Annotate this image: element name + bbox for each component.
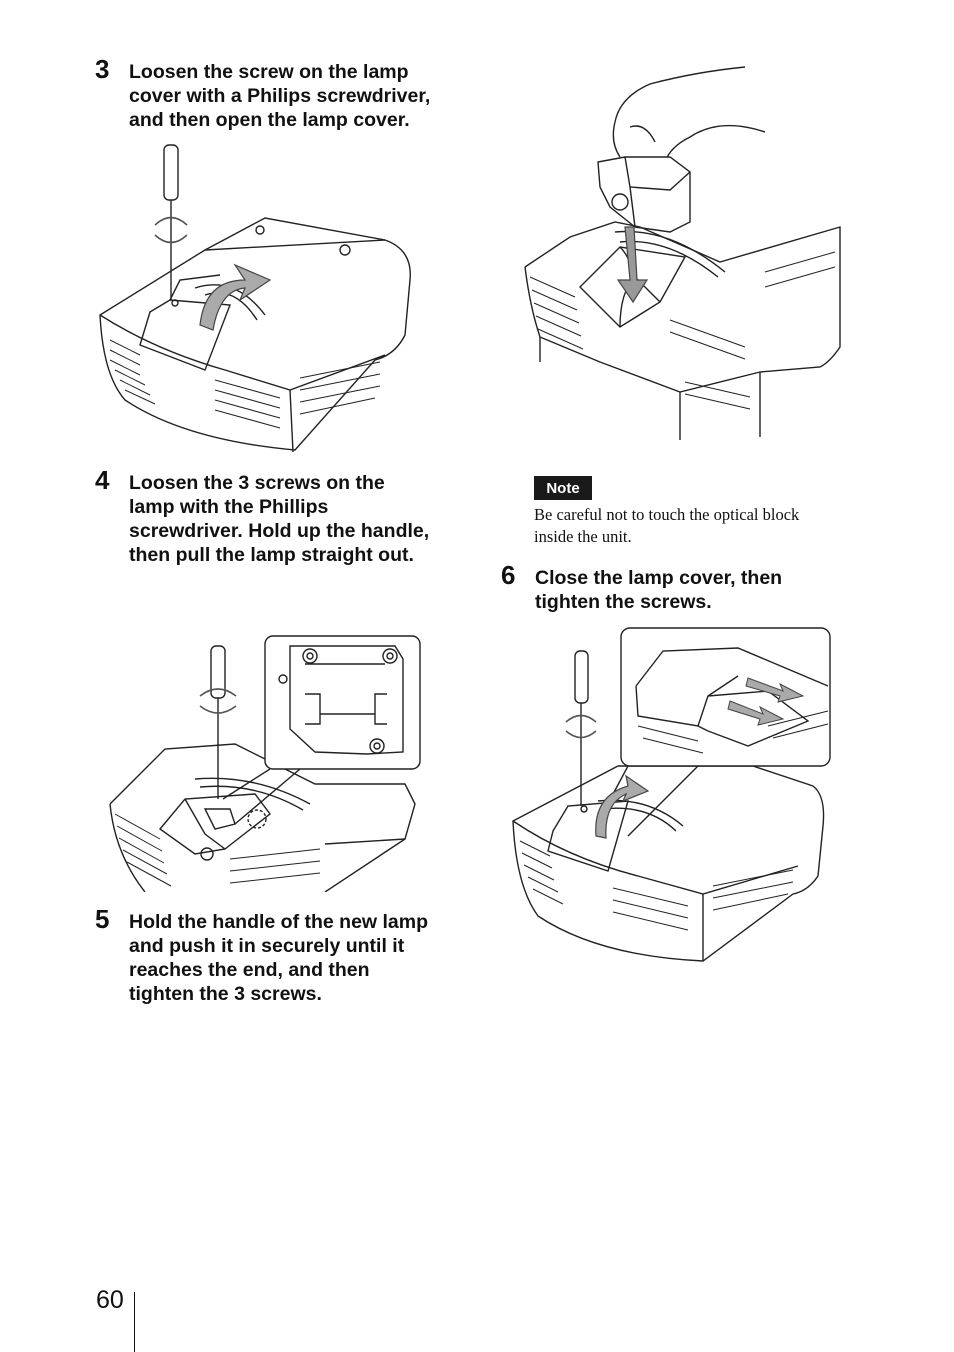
note-badge: Note xyxy=(534,476,592,500)
step-4-illustration xyxy=(109,635,421,892)
step-instruction: Loosen the 3 screws on the lamp with the… xyxy=(129,472,430,566)
note-text: Be careful not to touch the optical bloc… xyxy=(534,505,800,546)
step-instruction: Hold the handle of the new lamp and push… xyxy=(129,911,429,1005)
step-number: 5 xyxy=(95,904,110,934)
step-number: 6 xyxy=(501,560,516,590)
lamp-removal-illustration xyxy=(524,66,841,440)
step-number: 4 xyxy=(95,465,110,495)
step-instruction: Loosen the screw on the lamp cover with … xyxy=(129,61,431,131)
step-6-illustration xyxy=(512,627,831,962)
step-number: 3 xyxy=(95,54,110,84)
page-number: 60 xyxy=(96,1286,124,1314)
page-number-divider xyxy=(134,1292,135,1352)
step-instruction: Close the lamp cover, then tighten the s… xyxy=(535,567,783,613)
step-3-illustration xyxy=(99,144,411,453)
